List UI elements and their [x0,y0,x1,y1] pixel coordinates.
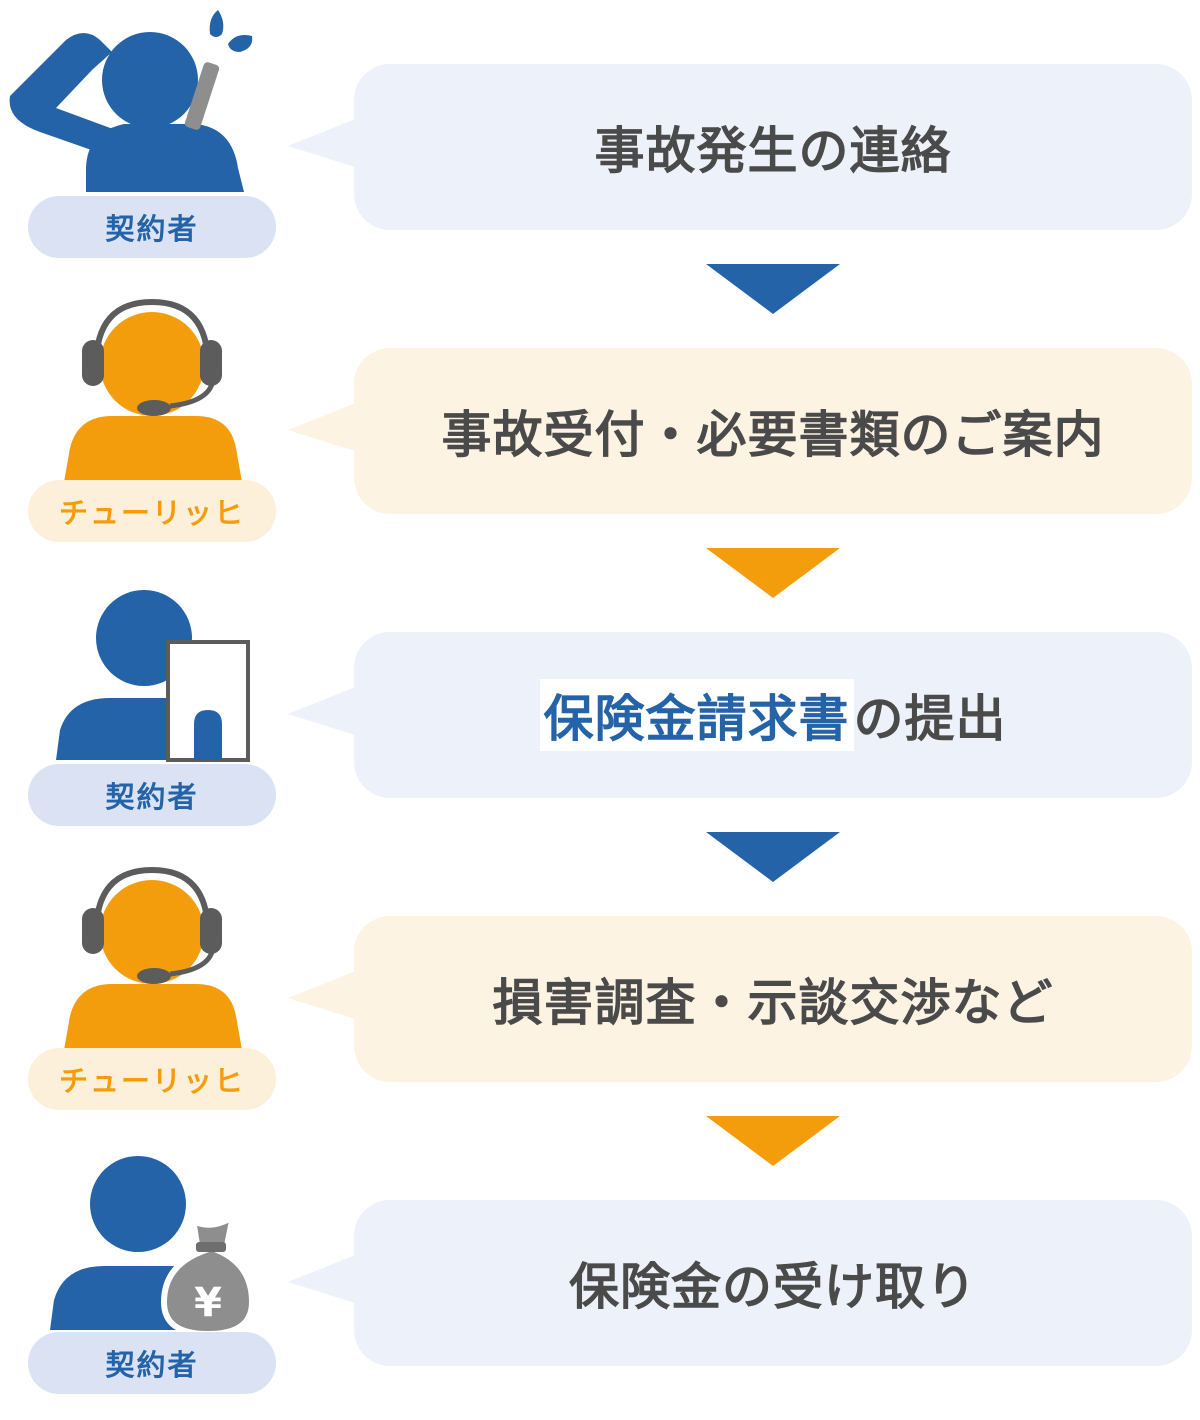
operator-headset-icon: チューリッヒ [0,852,290,1136]
actor-badge-contractor: 契約者 [28,1332,276,1394]
step-text: 事故受付・必要書類のご案内 [441,406,1105,464]
arrow-down-icon [706,548,840,598]
flow-step-5: ¥ 契約者 保険金の受け取り [0,1136,1200,1420]
step-text-bubble: 事故発生の連絡 [354,64,1192,230]
step-text-bubble: 損害調査・示談交渉など [354,916,1192,1082]
person-phone-worried-icon: 契約者 [0,0,290,284]
yen-symbol: ¥ [194,1280,222,1326]
flow-step-4: チューリッヒ 損害調査・示談交渉など [0,852,1200,1136]
person-document-icon: 契約者 [0,568,290,852]
arrow-down-icon [706,1116,840,1166]
person-money-bag-icon: ¥ 契約者 [0,1136,290,1420]
step-text: 事故発生の連絡 [594,122,952,180]
step-text: の提出 [853,690,1007,748]
bubble-tail [288,686,358,736]
arrow-down-icon [706,832,840,882]
flow-step-2: チューリッヒ 事故受付・必要書類のご案内 [0,284,1200,568]
actor-badge-contractor: 契約者 [28,196,276,258]
step-text-bubble: 保険金請求書の提出 [354,632,1192,798]
step-text: 保険金の受け取り [569,1258,977,1316]
bubble-tail [288,402,358,452]
bubble-tail [288,118,358,168]
actor-badge-zurich: チューリッヒ [28,480,276,542]
step-text-bubble: 保険金の受け取り [354,1200,1192,1366]
flow-step-3: 契約者 保険金請求書の提出 [0,568,1200,852]
bubble-tail [288,970,358,1020]
arrow-down-icon [706,264,840,314]
actor-badge-contractor: 契約者 [28,764,276,826]
step-text: 損害調査・示談交渉など [492,974,1054,1032]
operator-headset-icon: チューリッヒ [0,284,290,568]
actor-badge-zurich: チューリッヒ [28,1048,276,1110]
step-text-bubble: 事故受付・必要書類のご案内 [354,348,1192,514]
bubble-tail [288,1254,358,1304]
flow-step-1: 契約者 事故発生の連絡 [0,0,1200,284]
highlighted-term: 保険金請求書 [539,679,854,751]
